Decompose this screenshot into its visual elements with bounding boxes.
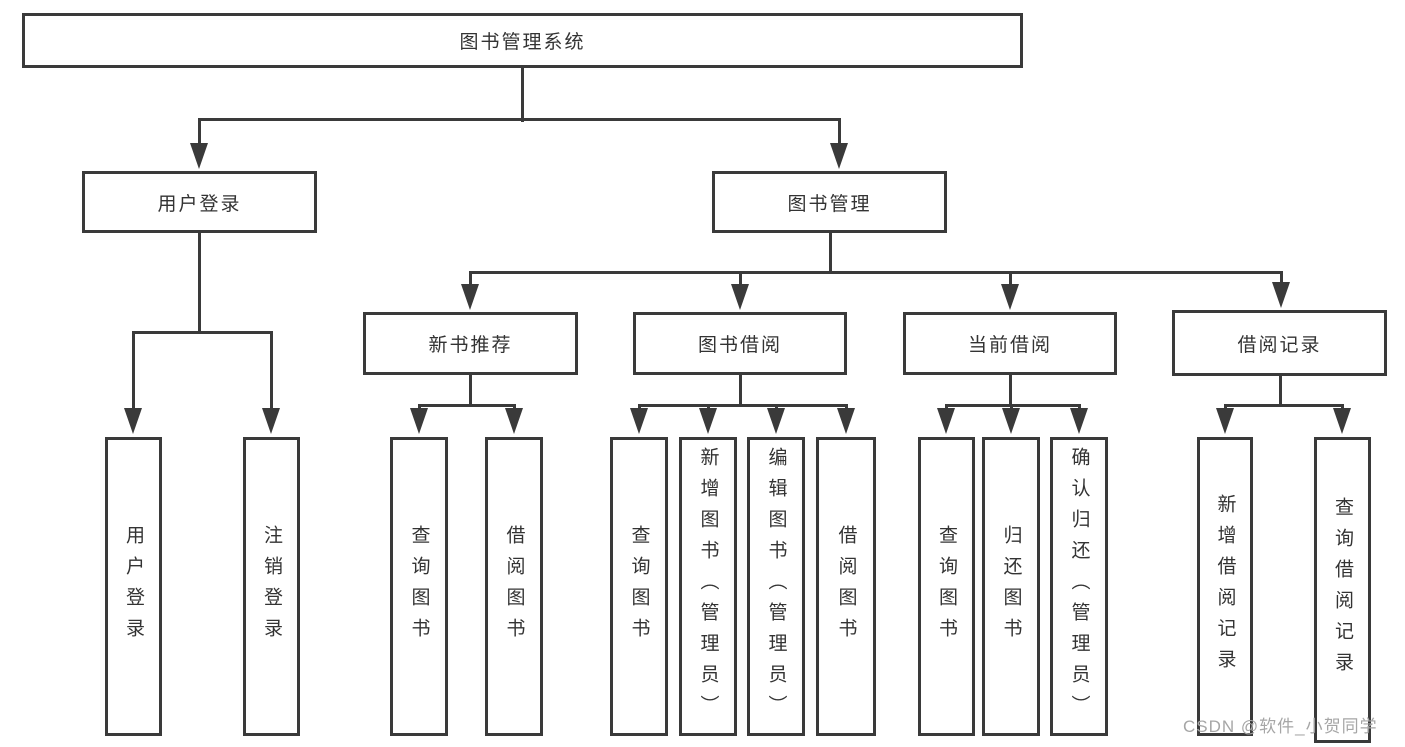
node-leaf-borrow-books-1: 借阅图书 <box>485 437 543 736</box>
connector-line <box>945 404 1081 407</box>
connector-line <box>1224 404 1344 407</box>
connector-line <box>469 272 472 285</box>
node-root: 图书管理系统 <box>22 13 1023 68</box>
node-leaf-logout-label: 注销登录 <box>261 524 282 649</box>
node-user-login: 用户登录 <box>82 171 317 233</box>
connector-line <box>739 375 742 407</box>
node-leaf-edit-books-label: 编辑图书（管理员） <box>765 447 787 726</box>
node-leaf-confirm-return: 确认归还（管理员） <box>1050 437 1108 736</box>
connector-line <box>418 404 516 407</box>
connector-line <box>1279 376 1282 407</box>
connector-line <box>829 233 832 274</box>
node-leaf-return-books-label: 归还图书 <box>1000 524 1022 649</box>
node-leaf-query-record: 查询借阅记录 <box>1314 437 1371 743</box>
node-current-borrowing-label: 当前借阅 <box>967 335 1052 356</box>
connector-line <box>638 404 848 407</box>
connector-line <box>1280 272 1283 285</box>
node-leaf-borrow-books-2-label: 借阅图书 <box>835 524 857 649</box>
node-book-borrowing: 图书借阅 <box>633 312 847 375</box>
connector-line <box>838 119 841 145</box>
arrowhead-down-icon <box>837 408 855 434</box>
node-current-borrowing: 当前借阅 <box>903 312 1117 375</box>
arrowhead-down-icon <box>1070 408 1088 434</box>
connector-line <box>521 68 524 122</box>
node-book-borrowing-label: 图书借阅 <box>697 335 782 356</box>
arrowhead-down-icon <box>767 408 785 434</box>
connector-line <box>469 375 472 407</box>
connector-line <box>1009 272 1012 285</box>
arrowhead-down-icon <box>1216 408 1234 434</box>
arrowhead-down-icon <box>630 408 648 434</box>
node-leaf-add-record: 新增借阅记录 <box>1197 437 1253 736</box>
arrowhead-down-icon <box>1272 282 1290 308</box>
node-root-label: 图书管理系统 <box>459 32 586 53</box>
arrowhead-down-icon <box>505 408 523 434</box>
connector-line <box>198 233 201 334</box>
node-borrowing-records-label: 借阅记录 <box>1237 334 1322 356</box>
node-leaf-query-books-2: 查询图书 <box>610 437 668 736</box>
node-leaf-confirm-return-label: 确认归还（管理员） <box>1068 447 1090 726</box>
node-book-management: 图书管理 <box>712 171 947 233</box>
arrowhead-down-icon <box>1002 408 1020 434</box>
connector-line <box>270 332 273 408</box>
arrowhead-down-icon <box>731 284 749 310</box>
node-leaf-logout: 注销登录 <box>243 437 300 736</box>
node-leaf-query-books-3: 查询图书 <box>918 437 975 736</box>
node-leaf-query-books-1: 查询图书 <box>390 437 448 736</box>
node-leaf-query-books-1-label: 查询图书 <box>408 524 430 649</box>
watermark: CSDN @软件_小贺同学 <box>1183 717 1378 736</box>
node-borrowing-records: 借阅记录 <box>1172 310 1387 376</box>
node-leaf-query-record-label: 查询借阅记录 <box>1332 497 1353 683</box>
node-leaf-edit-books: 编辑图书（管理员） <box>747 437 805 736</box>
node-leaf-query-books-3-label: 查询图书 <box>936 524 957 649</box>
connector-line <box>198 119 201 145</box>
node-leaf-add-record-label: 新增借阅记录 <box>1214 493 1236 680</box>
connector-line <box>1009 375 1012 407</box>
arrowhead-down-icon <box>1333 408 1351 434</box>
arrowhead-down-icon <box>190 143 208 169</box>
arrowhead-down-icon <box>937 408 955 434</box>
connector-line <box>198 118 841 121</box>
arrowhead-down-icon <box>830 143 848 169</box>
arrowhead-down-icon <box>262 408 280 434</box>
node-leaf-borrow-books-1-label: 借阅图书 <box>503 524 525 649</box>
connector-line <box>469 271 1283 274</box>
node-new-book-recommend: 新书推荐 <box>363 312 578 375</box>
node-leaf-user-login: 用户登录 <box>105 437 162 736</box>
node-leaf-return-books: 归还图书 <box>982 437 1040 736</box>
node-book-management-label: 图书管理 <box>787 193 872 215</box>
node-new-book-recommend-label: 新书推荐 <box>428 335 513 356</box>
node-leaf-borrow-books-2: 借阅图书 <box>816 437 876 736</box>
connector-line <box>132 331 273 334</box>
node-leaf-add-books: 新增图书（管理员） <box>679 437 737 736</box>
node-user-login-label: 用户登录 <box>157 193 242 215</box>
arrowhead-down-icon <box>461 284 479 310</box>
connector-line <box>739 272 742 285</box>
arrowhead-down-icon <box>124 408 142 434</box>
node-leaf-user-login-label: 用户登录 <box>123 524 144 649</box>
node-leaf-query-books-2-label: 查询图书 <box>628 524 650 649</box>
connector-line <box>132 332 135 408</box>
node-leaf-add-books-label: 新增图书（管理员） <box>697 447 719 726</box>
arrowhead-down-icon <box>1001 284 1019 310</box>
arrowhead-down-icon <box>410 408 428 434</box>
arrowhead-down-icon <box>699 408 717 434</box>
